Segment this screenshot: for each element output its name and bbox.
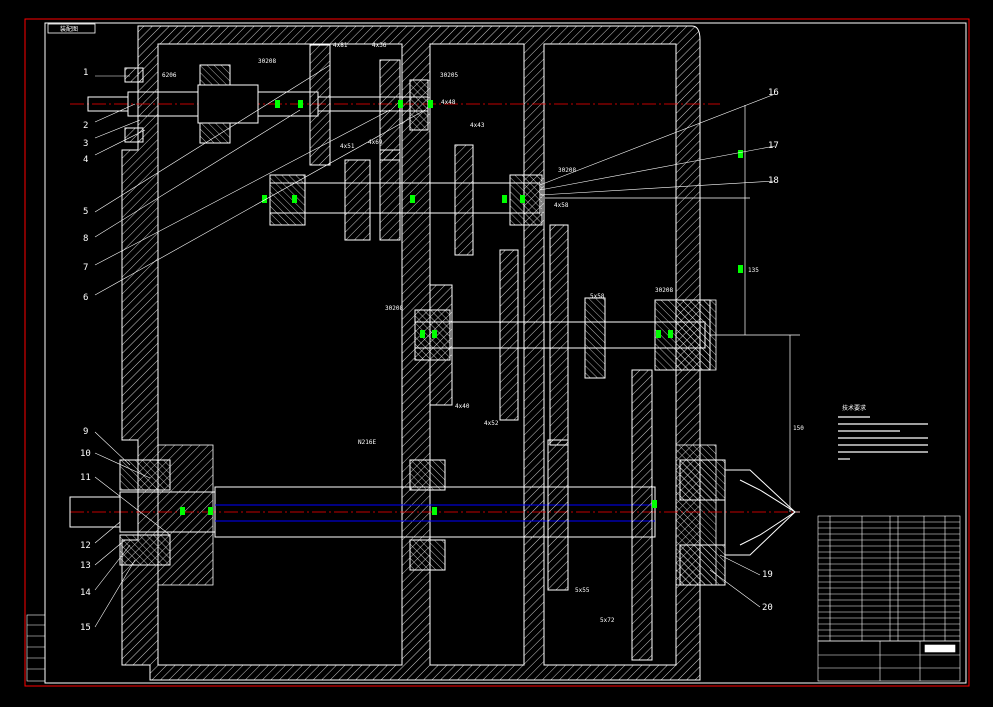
dim-135: 135 xyxy=(748,267,759,274)
shaft-2 xyxy=(269,144,543,256)
gear-label: 5x72 xyxy=(600,617,615,624)
bearing-label-n216e: N216E xyxy=(358,439,376,446)
output-shaft xyxy=(69,369,796,661)
bearing-label-30208-a: 30208 xyxy=(258,58,276,65)
callout-1: 1 xyxy=(83,68,88,78)
inner-border xyxy=(44,22,967,684)
callout-5: 5 xyxy=(83,207,88,217)
callout-10: 10 xyxy=(80,449,91,459)
callout-9: 9 xyxy=(83,427,88,437)
revision-box xyxy=(26,614,46,682)
callout-6: 6 xyxy=(83,293,88,303)
tech-req-title: 技术要求 xyxy=(842,404,866,412)
stamp-box xyxy=(47,23,96,34)
gear-label: 4x58 xyxy=(554,202,569,209)
bearing-label-6206: 6206 xyxy=(162,72,177,79)
callout-14: 14 xyxy=(80,588,91,598)
stamp-text: 装配图 xyxy=(60,25,78,33)
shaft-3 xyxy=(414,224,711,446)
callout-12: 12 xyxy=(80,541,91,551)
callout-15: 15 xyxy=(80,623,91,633)
gear-label: 4x52 xyxy=(484,420,499,427)
callout-8: 8 xyxy=(83,234,88,244)
callout-7: 7 xyxy=(83,263,88,273)
outer-border xyxy=(24,18,970,687)
tech-requirements: 技术要求 xyxy=(838,404,928,460)
dimension-lines xyxy=(545,105,800,513)
callout-17: 17 xyxy=(768,141,779,151)
gear-label: 5x58 xyxy=(590,293,605,300)
callout-3: 3 xyxy=(83,139,88,149)
gear-label: 4x51 xyxy=(340,143,355,150)
bearing-label-30205: 30205 xyxy=(440,72,458,79)
gear-label: 4x48 xyxy=(441,99,456,106)
gear-label: 5x55 xyxy=(575,587,590,594)
gear-label: 4x81 xyxy=(333,42,348,49)
callout-18: 18 xyxy=(768,176,779,186)
bearing-label-30208-d: 30208 xyxy=(655,287,673,294)
bearing-label-30208-c: 30208 xyxy=(385,305,403,312)
callout-13: 13 xyxy=(80,561,91,571)
bearing-label-30208-b: 30208 xyxy=(558,167,576,174)
gear-label: 4x43 xyxy=(470,122,485,129)
callout-20: 20 xyxy=(762,603,773,613)
dimension-marks xyxy=(180,100,743,515)
parts-list xyxy=(817,515,961,642)
title-block xyxy=(817,640,961,682)
callout-2: 2 xyxy=(83,121,88,131)
gear-label: 4x36 xyxy=(372,42,387,49)
callout-19: 19 xyxy=(762,570,773,580)
callout-4: 4 xyxy=(83,155,88,165)
gear-label: 4x40 xyxy=(455,403,470,410)
gear-label: 4x69 xyxy=(368,139,383,146)
callout-11: 11 xyxy=(80,473,91,483)
leader-lines xyxy=(94,64,776,628)
dim-150: 150 xyxy=(793,425,804,432)
callout-16: 16 xyxy=(768,88,779,98)
